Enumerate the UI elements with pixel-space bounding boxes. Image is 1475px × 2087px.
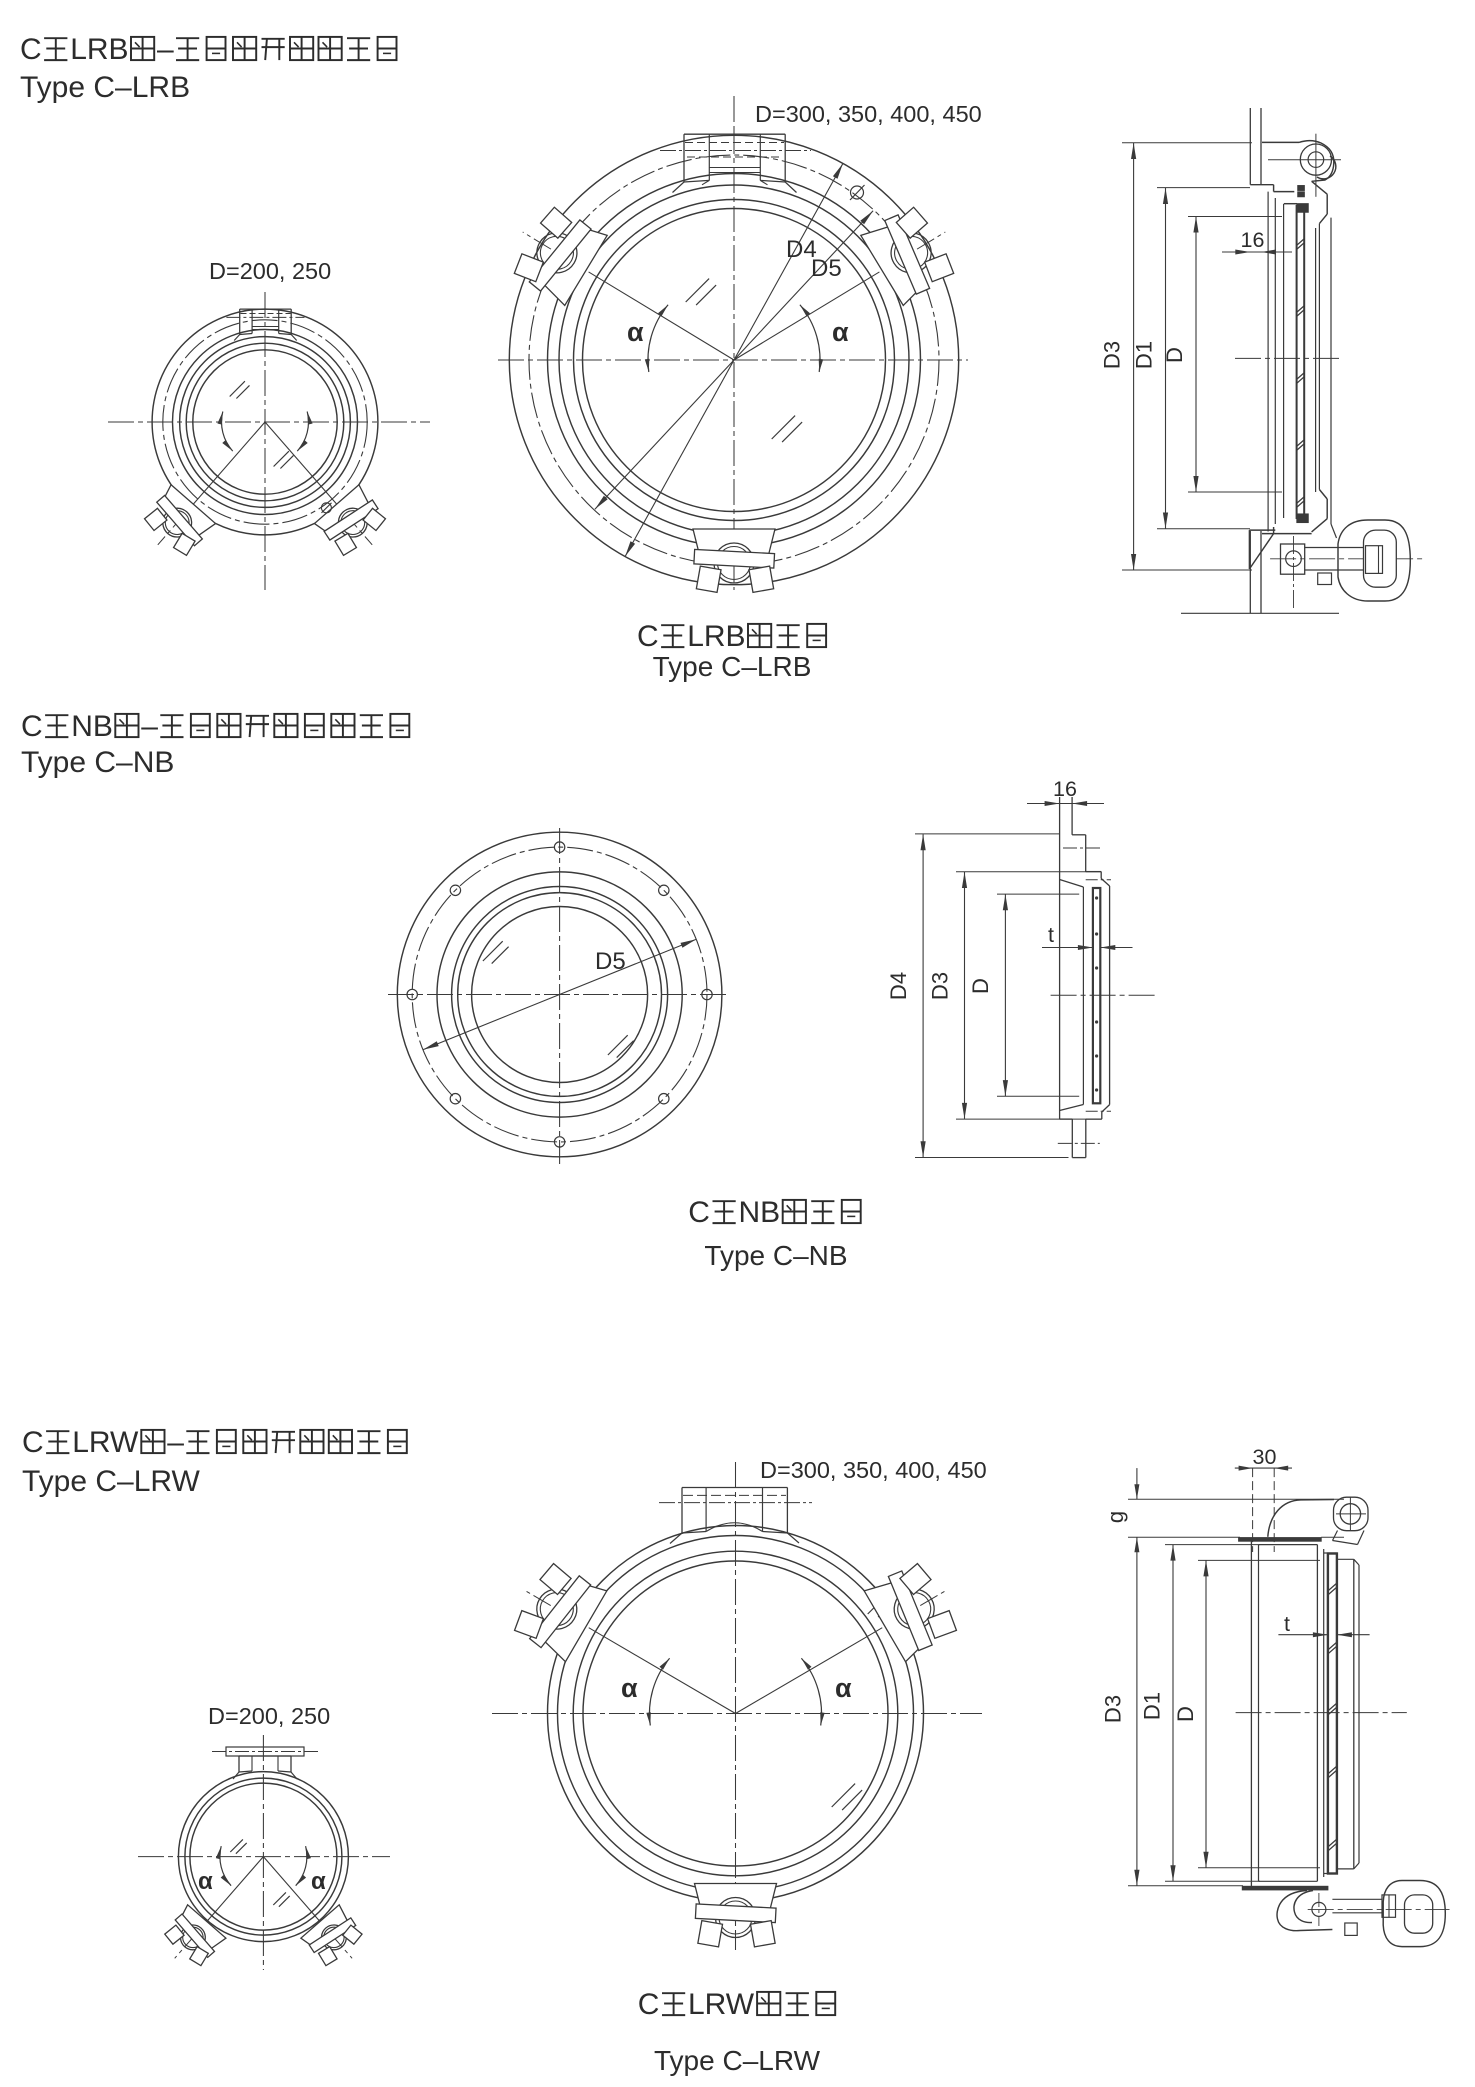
svg-text:C: C bbox=[22, 1426, 44, 1459]
svg-text:16: 16 bbox=[1053, 777, 1077, 801]
svg-text:D=300, 350, 400, 450: D=300, 350, 400, 450 bbox=[760, 1457, 987, 1483]
svg-text:D5: D5 bbox=[595, 948, 626, 975]
svg-text:D4: D4 bbox=[886, 972, 911, 1000]
svg-text:NB: NB bbox=[739, 1196, 781, 1229]
svg-text:D=200, 250: D=200, 250 bbox=[209, 258, 331, 284]
svg-text:LRB: LRB bbox=[70, 33, 128, 66]
svg-text:C: C bbox=[637, 620, 659, 653]
svg-text:D1: D1 bbox=[1140, 1692, 1165, 1720]
svg-text:t: t bbox=[1048, 923, 1054, 947]
svg-text:C: C bbox=[688, 1196, 710, 1229]
svg-text:LRW: LRW bbox=[688, 1988, 755, 2021]
svg-text:D: D bbox=[1173, 1706, 1198, 1722]
svg-text:Type C–NB: Type C–NB bbox=[21, 746, 174, 779]
svg-text:α: α bbox=[627, 317, 644, 347]
svg-text:Type C–NB: Type C–NB bbox=[704, 1240, 847, 1271]
svg-text:Type C–LRB: Type C–LRB bbox=[20, 71, 190, 104]
svg-text:Type C–LRW: Type C–LRW bbox=[654, 2045, 821, 2076]
svg-text:30: 30 bbox=[1253, 1445, 1277, 1469]
svg-text:α: α bbox=[832, 317, 849, 347]
svg-text:D4: D4 bbox=[786, 236, 817, 263]
svg-text:–: – bbox=[157, 33, 174, 66]
svg-text:α: α bbox=[311, 1868, 326, 1895]
svg-text:C: C bbox=[638, 1988, 660, 2021]
svg-text:C: C bbox=[21, 710, 43, 743]
svg-text:D3: D3 bbox=[1100, 341, 1125, 369]
svg-text:LRW: LRW bbox=[72, 1426, 139, 1459]
svg-text:D=200, 250: D=200, 250 bbox=[208, 1703, 330, 1729]
svg-text:α: α bbox=[835, 1673, 852, 1703]
svg-text:D1: D1 bbox=[1132, 341, 1157, 369]
svg-text:NB: NB bbox=[71, 710, 113, 743]
svg-text:Type C–LRB: Type C–LRB bbox=[653, 651, 812, 682]
svg-text:16: 16 bbox=[1241, 228, 1265, 252]
svg-text:Type C–LRW: Type C–LRW bbox=[22, 1465, 201, 1498]
svg-text:D: D bbox=[1162, 347, 1187, 363]
svg-text:–: – bbox=[167, 1426, 184, 1459]
svg-text:D=300, 350, 400, 450: D=300, 350, 400, 450 bbox=[755, 101, 982, 127]
svg-text:D3: D3 bbox=[1101, 1695, 1126, 1723]
svg-text:D5: D5 bbox=[811, 255, 842, 282]
svg-text:–: – bbox=[141, 710, 158, 743]
svg-text:LRB: LRB bbox=[687, 620, 745, 653]
svg-text:α: α bbox=[621, 1673, 638, 1703]
svg-text:g: g bbox=[1103, 1511, 1128, 1523]
svg-text:t: t bbox=[1284, 1612, 1290, 1636]
svg-text:α: α bbox=[198, 1868, 213, 1895]
svg-text:D3: D3 bbox=[928, 972, 953, 1000]
svg-text:D: D bbox=[968, 978, 993, 994]
svg-text:C: C bbox=[20, 33, 42, 66]
